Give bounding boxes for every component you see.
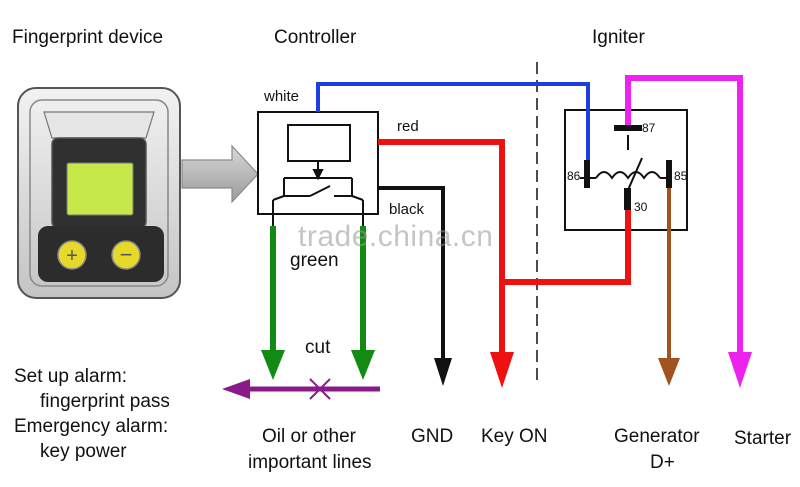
alarm-note-line3: Emergency alarm: (14, 416, 169, 437)
white-wire (316, 82, 590, 160)
red-wire-relay (502, 210, 631, 285)
output-generator-line1: Generator (614, 426, 700, 447)
output-starter: Starter (734, 428, 792, 449)
label-green: green (290, 250, 339, 271)
fingerprint-screen (66, 162, 134, 216)
alarm-note-line2: fingerprint pass (40, 391, 170, 412)
watermark: trade.china.cn (298, 220, 494, 253)
label-white: white (264, 88, 300, 105)
output-oil-line1: Oil or other (262, 426, 356, 447)
minus-button-icon (111, 240, 141, 270)
flow-arrow-icon (181, 144, 259, 204)
green-arrow-right-icon (351, 350, 375, 380)
pin-85-label: 85 (674, 169, 688, 183)
purple-arrow-icon (222, 379, 250, 399)
output-gnd: GND (411, 426, 454, 447)
pin-86-label: 86 (567, 169, 581, 183)
output-key-on: Key ON (481, 426, 548, 447)
alarm-note-line4: key power (40, 441, 127, 462)
starter-wire (625, 75, 743, 355)
title-controller: Controller (274, 27, 357, 48)
alarm-note-line1: Set up alarm: (14, 366, 127, 387)
black-wire (378, 186, 445, 360)
pin-85-terminal (666, 160, 672, 188)
generator-arrow-icon (658, 358, 680, 386)
svg-text:−: − (120, 242, 133, 267)
fingerprint-device: + − (17, 87, 181, 299)
output-generator-line2: D+ (650, 452, 675, 473)
output-oil-line2: important lines (248, 452, 372, 473)
svg-text:+: + (66, 245, 78, 267)
label-cut: cut (305, 337, 331, 358)
pin-87-label: 87 (642, 121, 656, 135)
plus-button-icon (57, 240, 87, 270)
green-arrow-left-icon (261, 350, 285, 380)
button-panel (38, 226, 164, 282)
cut-mark-icon (309, 378, 331, 400)
title-fingerprint-device: Fingerprint device (12, 27, 164, 48)
label-black: black (389, 201, 425, 218)
pin-87-terminal (614, 125, 642, 131)
key-on-arrow-icon (490, 352, 514, 388)
gnd-arrow-icon (434, 358, 452, 386)
pin-30-terminal (624, 188, 631, 210)
title-igniter: Igniter (592, 27, 645, 48)
label-red: red (397, 118, 419, 135)
pin-30-label: 30 (634, 200, 648, 214)
controller-box (257, 111, 379, 226)
starter-arrow-icon (728, 352, 752, 388)
pin-86-terminal (584, 160, 590, 188)
